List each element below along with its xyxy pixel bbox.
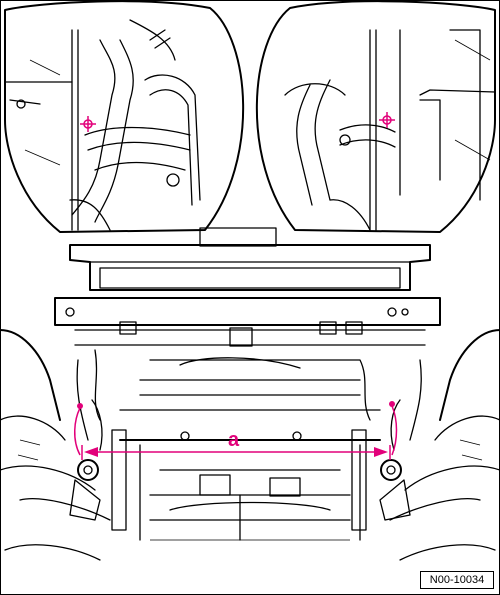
- figure-reference-code: N00-10034: [420, 571, 494, 589]
- arrow-right-icon: [374, 447, 388, 457]
- callout-label-a: a: [228, 429, 240, 451]
- arrow-left-icon: [84, 447, 98, 457]
- right-detail-view: [255, 0, 496, 233]
- dimension-a: a: [74, 401, 398, 460]
- front-end-assembly: [0, 227, 500, 561]
- left-detail-view: [4, 0, 245, 233]
